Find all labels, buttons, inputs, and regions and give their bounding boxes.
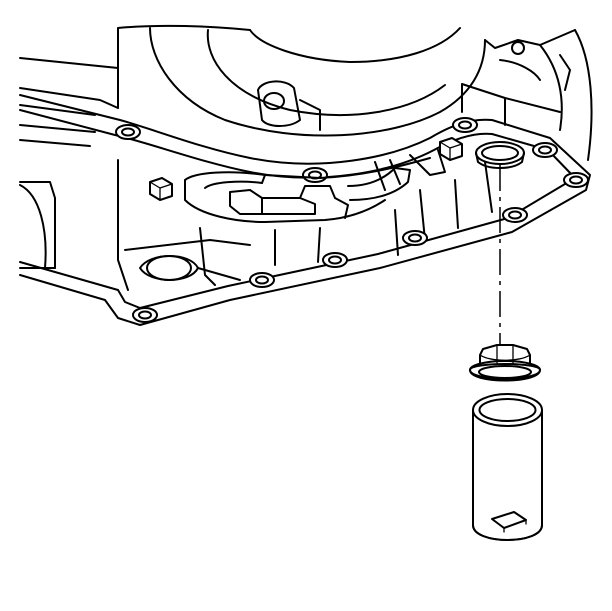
pan-bolts: [115, 117, 589, 323]
pan-bolt: [563, 172, 589, 188]
pan-bolt: [249, 272, 275, 288]
case-plug-bore: [475, 141, 525, 169]
bottom-pan-flange: [19, 94, 591, 326]
socket-tool: [472, 393, 543, 541]
pan-bolt: [115, 124, 141, 140]
pan-bolt: [132, 307, 158, 323]
pan-bolt: [322, 252, 348, 268]
hex-bolt: [149, 177, 173, 201]
transmission-case: [19, 24, 593, 291]
pan-bolt: [452, 117, 478, 133]
valve-body-linkage: [184, 149, 446, 223]
case-plug: [469, 344, 541, 382]
pan-bolt: [532, 142, 558, 158]
pan-bolt: [302, 167, 328, 183]
hex-bolt: [439, 137, 463, 161]
pan-bolt: [502, 207, 528, 223]
pan-bolt: [402, 230, 428, 246]
